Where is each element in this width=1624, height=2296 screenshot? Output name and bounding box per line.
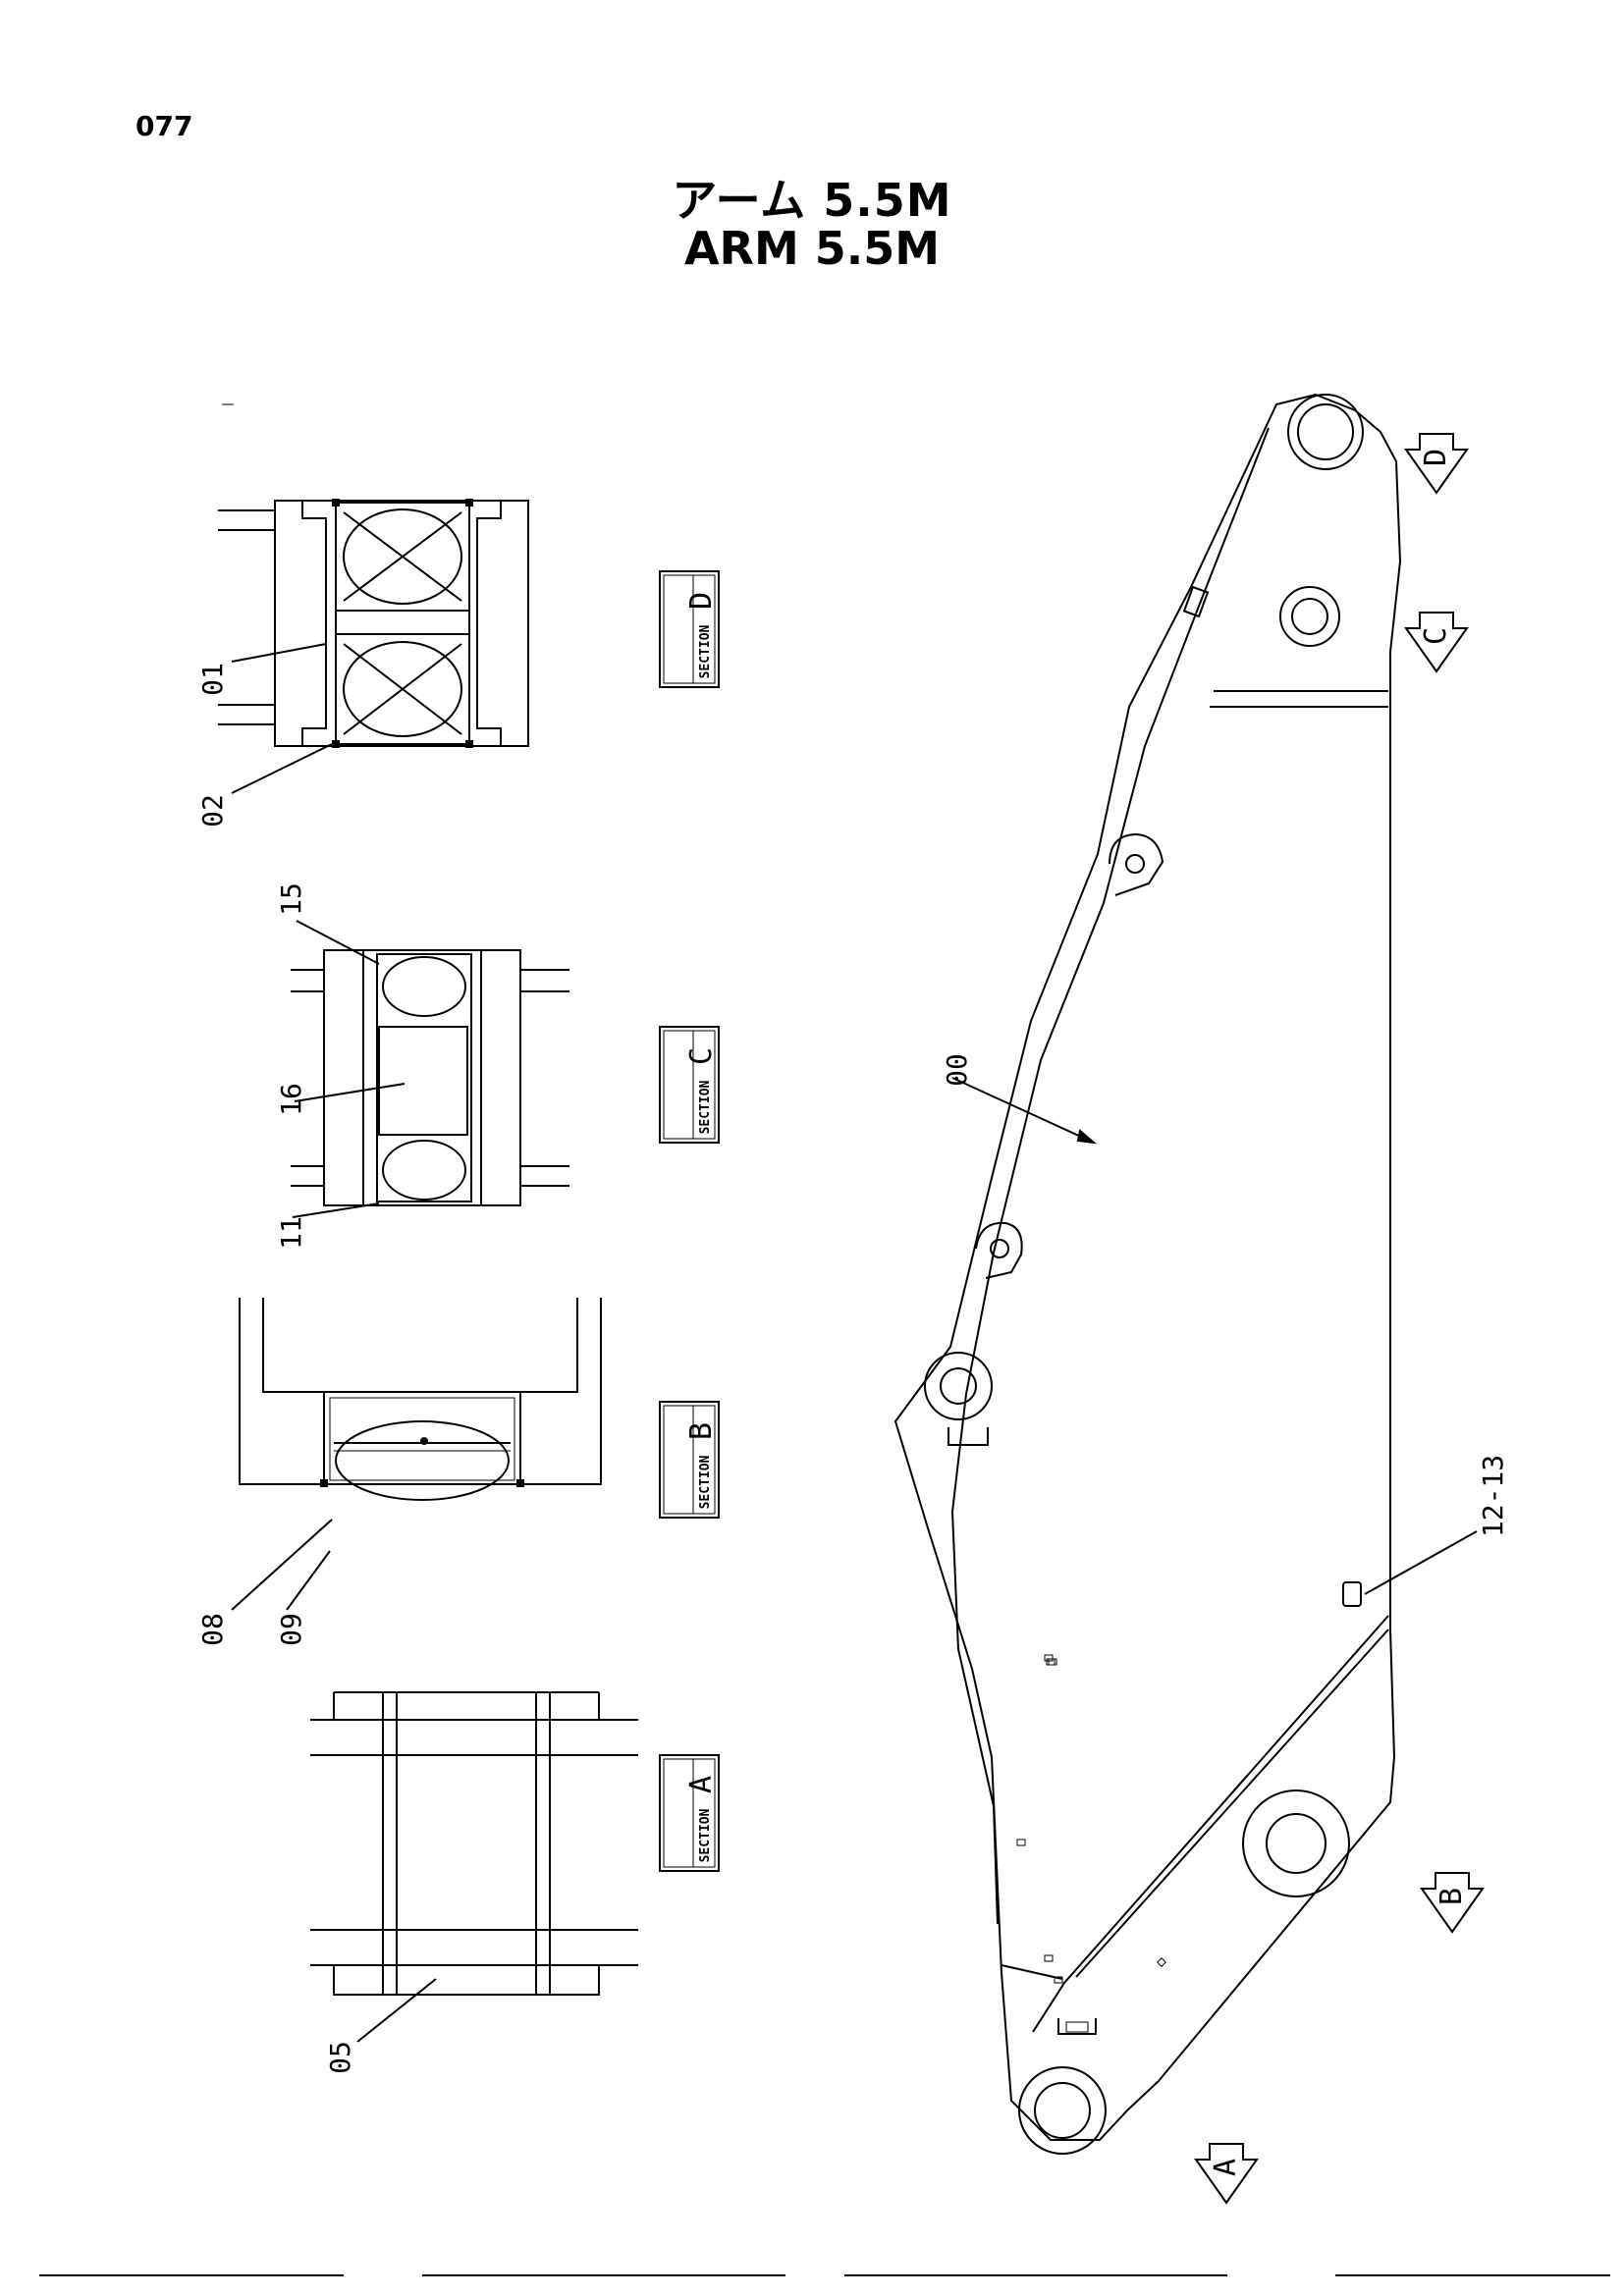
view-arrow-c-letter: C <box>1419 627 1453 645</box>
view-arrow-c <box>1404 612 1469 673</box>
section-b-label <box>659 1401 720 1519</box>
leader-08 <box>231 1519 333 1611</box>
page-number: 077 <box>135 110 193 142</box>
callout-02: 02 <box>196 794 229 828</box>
section-d-label <box>659 570 720 688</box>
callout-01: 01 <box>196 663 229 696</box>
section-d-word: SECTION <box>698 624 713 678</box>
leader-01 <box>231 643 327 663</box>
section-b-word: SECTION <box>698 1455 713 1509</box>
leader-02 <box>231 743 333 794</box>
leader-05 <box>356 1978 437 2043</box>
callout-05: 05 <box>324 2041 356 2074</box>
section-a-view <box>310 1691 638 1996</box>
callout-16: 16 <box>275 1083 307 1116</box>
title-english: ARM 5.5M <box>683 222 941 275</box>
section-b-view <box>239 1298 602 1501</box>
section-c-word: SECTION <box>698 1080 713 1134</box>
leader-00 <box>951 1077 1095 1144</box>
section-d-letter: D <box>684 592 719 610</box>
callout-15: 15 <box>275 882 307 916</box>
section-c-letter: C <box>684 1047 719 1065</box>
section-c-view <box>291 949 569 1206</box>
section-a-label <box>659 1754 720 1872</box>
view-arrow-b-letter: B <box>1435 1888 1469 1905</box>
leader-11 <box>292 1202 380 1218</box>
leader-09 <box>286 1550 331 1611</box>
callout-11: 11 <box>275 1216 307 1250</box>
leader-15 <box>296 920 380 965</box>
title-japanese: アーム 5.5M <box>672 174 952 227</box>
section-a-word: SECTION <box>698 1808 713 1862</box>
arm-body <box>893 393 1402 2155</box>
section-b-letter: B <box>684 1422 719 1440</box>
callout-08: 08 <box>196 1613 229 1646</box>
callout-12-13: 12-13 <box>1477 1455 1509 1537</box>
view-arrow-a <box>1194 2143 1259 2205</box>
view-arrow-d-letter: D <box>1419 449 1453 466</box>
view-arrow-a-letter: A <box>1209 2159 1243 2176</box>
section-c-label <box>659 1026 720 1144</box>
leader-12-13 <box>1364 1530 1478 1595</box>
view-arrow-d <box>1404 433 1469 495</box>
callout-00: 00 <box>941 1053 973 1087</box>
leader-16 <box>294 1083 406 1102</box>
view-arrow-b <box>1420 1872 1485 1934</box>
callout-09: 09 <box>275 1613 307 1646</box>
section-d-view <box>218 499 529 748</box>
section-a-letter: A <box>684 1776 719 1793</box>
